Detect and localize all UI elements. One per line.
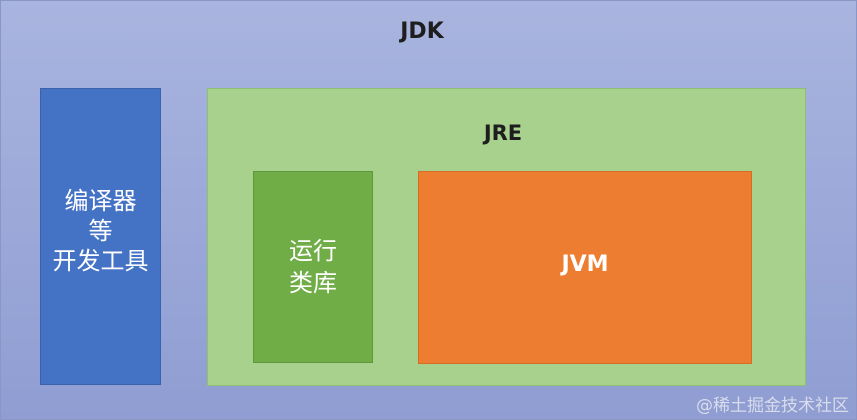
- dev-tools-label: 编译器 等 开发工具: [52, 186, 149, 275]
- jdk-label: JDK: [400, 19, 444, 44]
- jre-label: JRE: [483, 121, 523, 145]
- runtime-library-label: 运行 类库: [289, 237, 337, 297]
- runtime-library-box: 运行 类库: [253, 171, 373, 363]
- dev-tools-box: 编译器 等 开发工具: [40, 88, 161, 385]
- watermark: @稀土掘金技术社区: [696, 396, 849, 416]
- jvm-box: JVM: [418, 171, 752, 364]
- jvm-label: JVM: [561, 252, 609, 277]
